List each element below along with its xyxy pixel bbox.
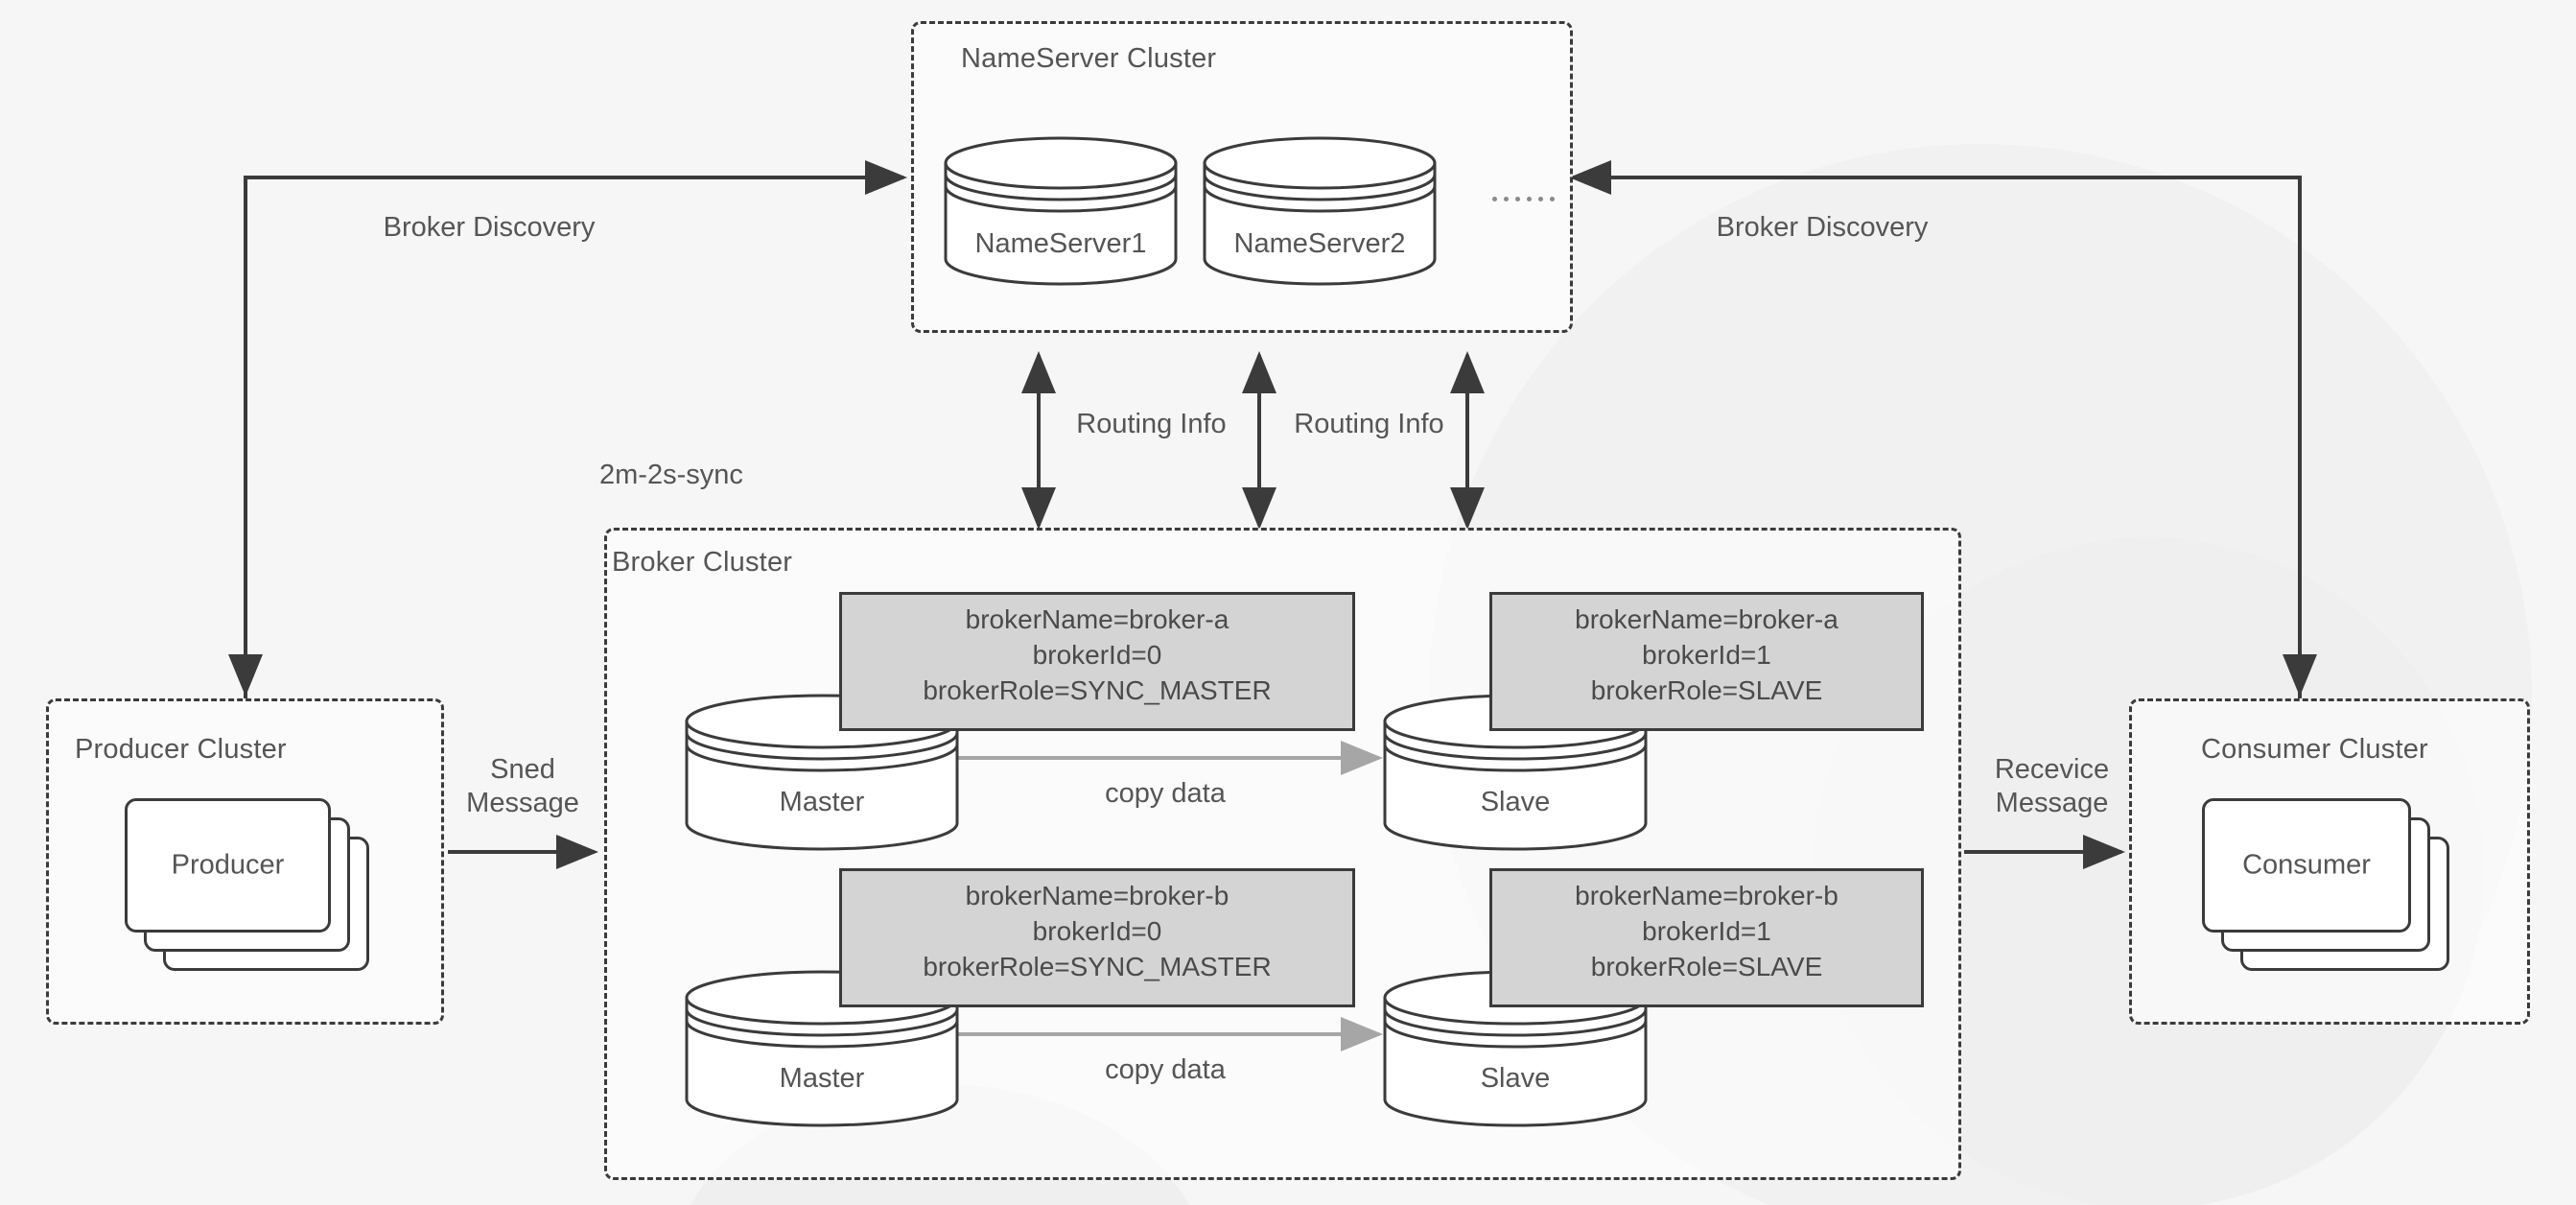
nameserver-ellipsis-icon: [1492, 197, 1555, 201]
edge-broker-discovery-left: [228, 160, 907, 698]
copy-data-label-row-2: copy data: [1105, 1054, 1226, 1085]
broker-b-slave-note-name: brokerName=broker-b: [1575, 881, 1838, 910]
broker-b-slave-label: Slave: [1480, 1063, 1551, 1094]
broker-mode-label: 2m-2s-sync: [599, 460, 743, 490]
broker-b-master-note-role: brokerRole=SYNC_MASTER: [923, 951, 1272, 981]
send-message-label: Sned Message: [451, 753, 595, 820]
broker-a-master-note: brokerName=broker-a brokerId=0 brokerRol…: [839, 592, 1355, 731]
broker-b-master-note: brokerName=broker-b brokerId=0 brokerRol…: [839, 868, 1355, 1007]
consumer-card-front[interactable]: Consumer: [2202, 798, 2411, 933]
copy-data-label-row-1: copy data: [1105, 778, 1226, 809]
broker-a-master-note-id: brokerId=0: [1032, 639, 1162, 670]
consumer-cluster-title: Consumer Cluster: [2201, 734, 2428, 765]
producer-node-stack[interactable]: Producer: [125, 798, 374, 976]
broker-a-slave-label: Slave: [1480, 787, 1551, 817]
send-message-line-1: Sned: [490, 754, 555, 785]
consumer-node-stack[interactable]: Consumer: [2202, 798, 2459, 976]
broker-a-master-note-role: brokerRole=SYNC_MASTER: [923, 674, 1272, 705]
database-cylinder-icon: [1203, 136, 1437, 286]
broker-a-master-label: Master: [779, 787, 865, 817]
producer-card-front[interactable]: Producer: [125, 798, 331, 933]
routing-info-label-1: Routing Info: [1076, 409, 1227, 439]
database-cylinder-icon: [944, 136, 1178, 286]
nameserver1-label: NameServer1: [974, 228, 1147, 259]
broker-a-slave-note-id: brokerId=1: [1642, 639, 1771, 670]
broker-discovery-left-label: Broker Discovery: [383, 212, 596, 243]
broker-b-slave-note-id: brokerId=1: [1642, 915, 1771, 946]
broker-b-slave-note: brokerName=broker-b brokerId=1 brokerRol…: [1489, 868, 1924, 1007]
send-message-line-2: Message: [466, 787, 579, 818]
receive-message-line-2: Message: [1995, 787, 2109, 818]
producer-cluster-title: Producer Cluster: [75, 734, 287, 765]
broker-b-master-note-id: brokerId=0: [1032, 915, 1162, 946]
producer-node-label: Producer: [171, 849, 285, 881]
broker-a-master-note-name: brokerName=broker-a: [965, 604, 1229, 634]
broker-cluster-title: Broker Cluster: [612, 547, 793, 578]
consumer-node-label: Consumer: [2242, 849, 2371, 881]
receive-message-label: Recevice Message: [1968, 753, 2136, 820]
nameserver-cluster-title: NameServer Cluster: [961, 43, 1217, 74]
receive-message-line-1: Recevice: [1994, 754, 2110, 785]
broker-b-master-label: Master: [779, 1063, 865, 1094]
broker-b-master-note-name: brokerName=broker-b: [965, 881, 1229, 910]
broker-b-slave-note-role: brokerRole=SLAVE: [1590, 951, 1823, 981]
edge-broker-discovery-right: [1569, 160, 2317, 698]
nameserver1-node[interactable]: NameServer1: [942, 134, 1180, 288]
nameserver2-label: NameServer2: [1233, 228, 1406, 259]
nameserver2-node[interactable]: NameServer2: [1201, 134, 1439, 288]
routing-info-label-2: Routing Info: [1294, 409, 1444, 439]
broker-discovery-right-label: Broker Discovery: [1716, 212, 1929, 243]
broker-a-slave-note-name: brokerName=broker-a: [1575, 604, 1838, 634]
broker-a-slave-note: brokerName=broker-a brokerId=1 brokerRol…: [1489, 592, 1924, 731]
broker-a-slave-note-role: brokerRole=SLAVE: [1590, 674, 1823, 705]
